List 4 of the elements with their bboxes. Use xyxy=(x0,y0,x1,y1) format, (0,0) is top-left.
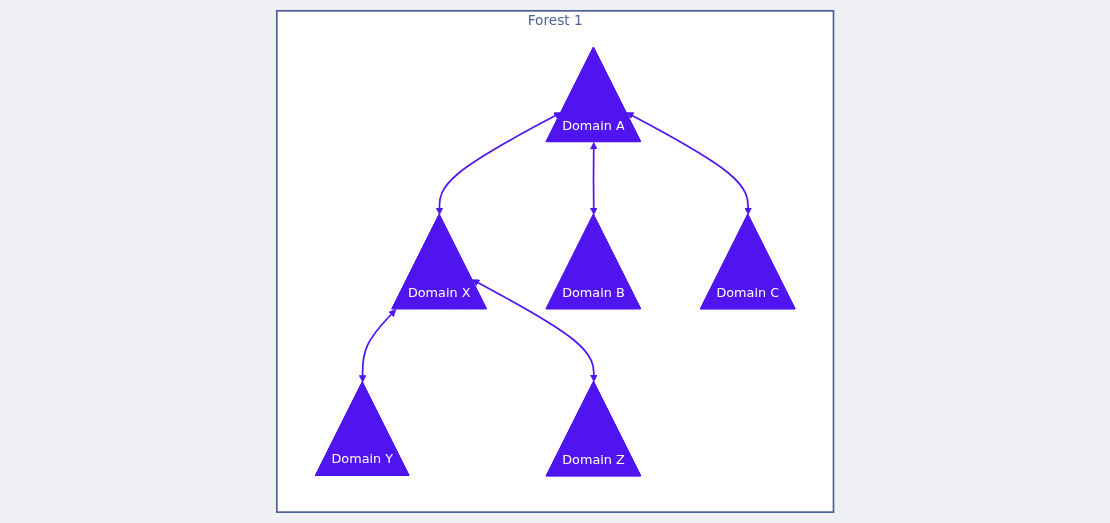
arrow xyxy=(471,279,598,383)
arrow xyxy=(358,309,397,383)
arrow xyxy=(589,142,598,215)
arrow xyxy=(626,112,752,215)
